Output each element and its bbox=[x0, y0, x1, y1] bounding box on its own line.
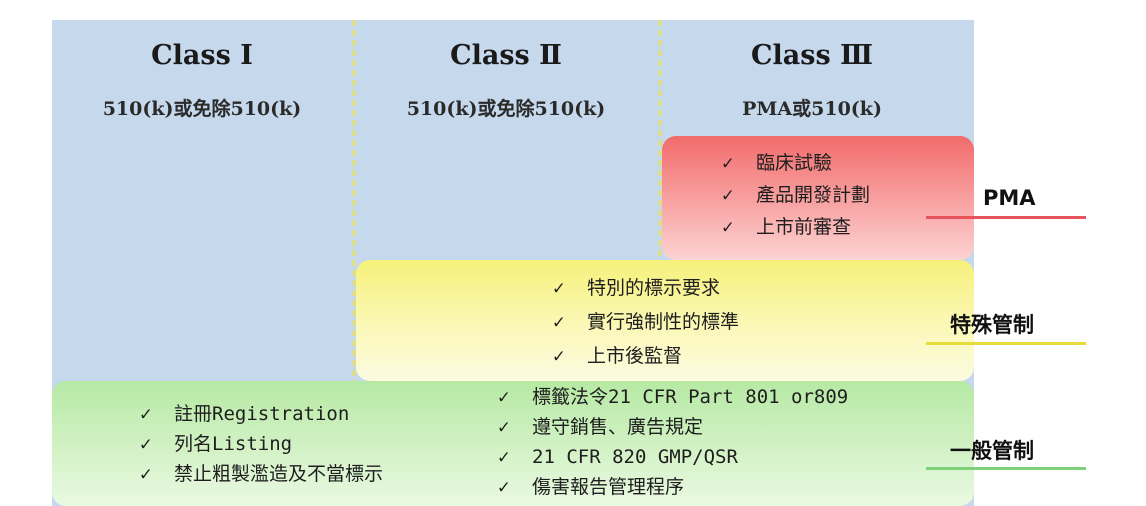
check-icon: ✓ bbox=[140, 463, 152, 485]
class-3-subtitle: PMA或510(k) bbox=[742, 98, 882, 120]
general-controls-left-item: ✓禁止粗製濫造及不當標示 bbox=[140, 463, 384, 485]
pma-item: ✓臨床試驗 bbox=[722, 152, 833, 174]
general-controls-label-underline bbox=[926, 467, 1086, 470]
check-icon: ✓ bbox=[498, 386, 510, 408]
column-divider-1 bbox=[353, 20, 355, 506]
check-icon: ✓ bbox=[498, 476, 510, 498]
general-controls-left-item: ✓註冊Registration bbox=[140, 403, 350, 425]
pma-label-underline bbox=[926, 216, 1086, 219]
special-controls-item: ✓特別的標示要求 bbox=[553, 277, 721, 299]
check-icon: ✓ bbox=[553, 345, 565, 367]
general-controls-right-item: ✓傷害報告管理程序 bbox=[498, 476, 685, 498]
special-controls-label: 特殊管制 bbox=[950, 313, 1034, 337]
check-icon: ✓ bbox=[553, 277, 565, 299]
class-2-title: Class Ⅱ bbox=[450, 40, 562, 71]
class-2-subtitle: 510(k)或免除510(k) bbox=[406, 98, 606, 120]
check-icon: ✓ bbox=[140, 433, 152, 455]
general-controls-left-item: ✓列名Listing bbox=[140, 433, 293, 455]
class-1-title: Class Ⅰ bbox=[151, 40, 253, 71]
class-3-title: Class Ⅲ bbox=[751, 40, 873, 71]
general-controls-right-item: ✓遵守銷售、廣告規定 bbox=[498, 416, 704, 438]
check-icon: ✓ bbox=[553, 311, 565, 333]
general-controls-box bbox=[52, 381, 974, 506]
special-controls-box bbox=[356, 260, 974, 381]
class-1-subtitle: 510(k)或免除510(k) bbox=[102, 98, 302, 120]
check-icon: ✓ bbox=[722, 152, 734, 174]
pma-item: ✓產品開發計劃 bbox=[722, 184, 871, 206]
check-icon: ✓ bbox=[722, 216, 734, 238]
check-icon: ✓ bbox=[498, 416, 510, 438]
pma-label: PMA bbox=[983, 186, 1036, 210]
check-icon: ✓ bbox=[498, 446, 510, 468]
special-controls-item: ✓實行強制性的標準 bbox=[553, 311, 740, 333]
pma-item: ✓上市前審查 bbox=[722, 216, 852, 238]
check-icon: ✓ bbox=[140, 403, 152, 425]
pma-box bbox=[662, 136, 974, 260]
general-controls-right-item: ✓21 CFR 820 GMP/QSR bbox=[498, 446, 738, 468]
special-controls-item: ✓上市後監督 bbox=[553, 345, 683, 367]
check-icon: ✓ bbox=[722, 184, 734, 206]
general-controls-right-item: ✓標籤法令21 CFR Part 801 or809 bbox=[498, 386, 849, 408]
general-controls-label: 一般管制 bbox=[950, 439, 1034, 463]
special-controls-label-underline bbox=[926, 342, 1086, 345]
